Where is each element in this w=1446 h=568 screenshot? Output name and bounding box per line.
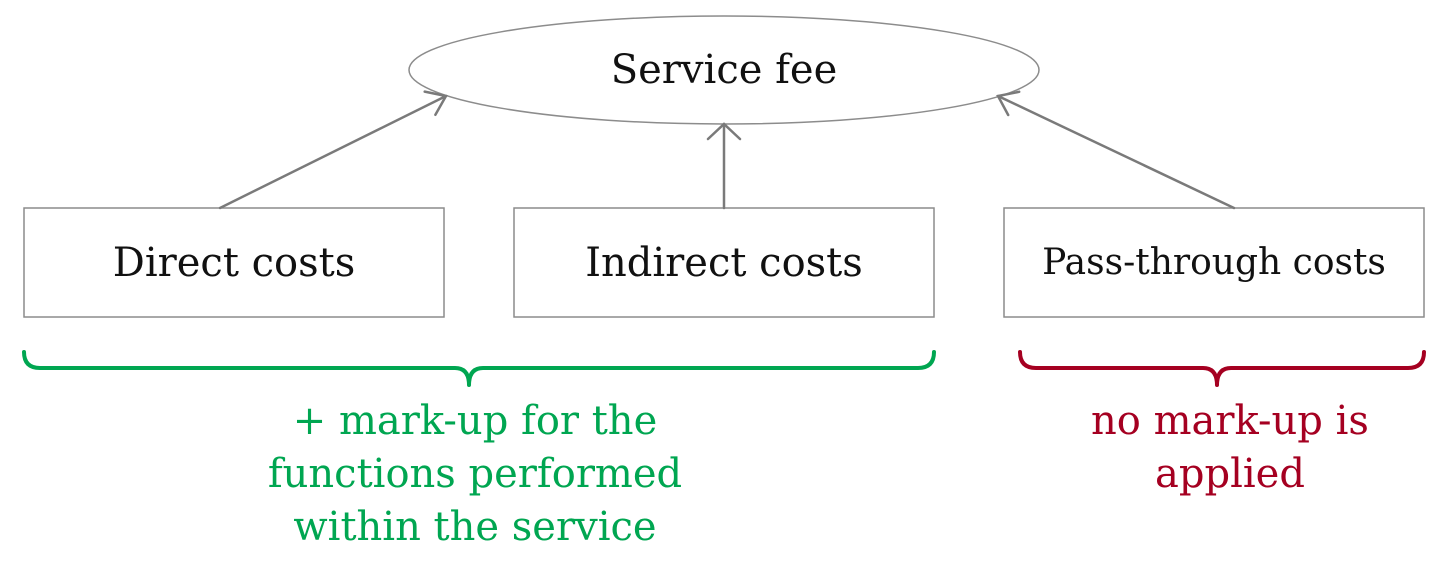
indirect-costs-label: Indirect costs — [585, 239, 863, 286]
arrow-indirect-to-fee — [706, 122, 742, 210]
markup-note-line-1: + mark-up for the — [292, 398, 658, 444]
direct-costs-label: Direct costs — [112, 239, 356, 286]
arrow-pass-through-to-fee — [996, 90, 1236, 210]
direct-costs-box — [23, 207, 445, 318]
no-markup-note-line-2: applied — [1155, 451, 1305, 497]
markup-brace — [22, 350, 936, 387]
markup-note-line-2: functions performed — [267, 451, 683, 497]
markup-note: + mark-up for the functions performed wi… — [230, 395, 720, 554]
no-markup-brace — [1018, 350, 1426, 387]
no-markup-note: no mark-up is applied — [1050, 395, 1410, 501]
pass-through-costs-label: Pass-through costs — [1042, 241, 1386, 283]
arrow-direct-to-fee — [218, 90, 448, 210]
service-fee-label: Service fee — [610, 47, 838, 93]
pass-through-costs-box — [1003, 207, 1425, 318]
no-markup-note-line-1: no mark-up is — [1091, 398, 1369, 444]
markup-note-line-3: within the service — [293, 504, 657, 550]
